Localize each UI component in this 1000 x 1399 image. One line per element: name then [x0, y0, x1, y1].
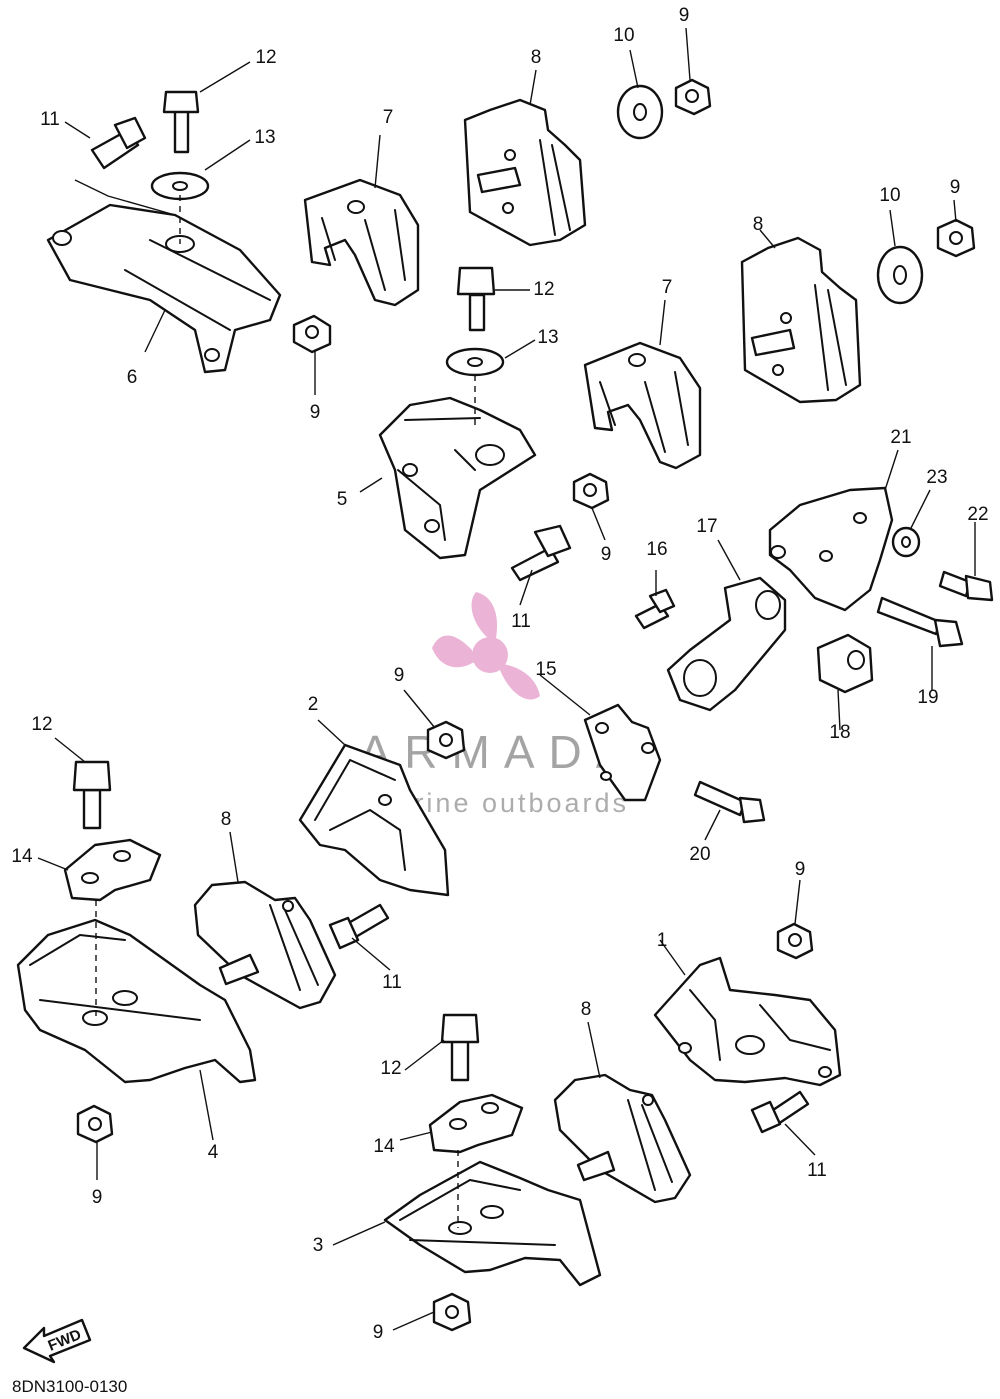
part-bolt-20	[693, 780, 766, 824]
callout-20: 20	[689, 844, 710, 865]
callout-11: 11	[40, 109, 60, 130]
part-bolt-11-c	[328, 903, 390, 950]
part-bracket-3	[383, 1160, 602, 1287]
callout-21: 21	[890, 427, 911, 448]
part-mount-8-c	[193, 880, 337, 1010]
callout-9: 9	[373, 1322, 384, 1343]
part-bolt-11-a	[90, 116, 147, 170]
callout-12: 12	[380, 1058, 401, 1079]
part-bolt-11-d	[750, 1090, 810, 1134]
callout-8: 8	[531, 47, 542, 68]
callout-12: 12	[31, 714, 52, 735]
part-plate-14-a	[63, 838, 162, 902]
callout-10: 10	[613, 25, 634, 46]
callout-9: 9	[601, 544, 612, 565]
propeller-hub-icon	[472, 637, 508, 673]
callout-16: 16	[646, 539, 667, 560]
part-mount-8-a	[463, 98, 587, 247]
part-bolt-16	[634, 588, 676, 630]
callout-22: 22	[967, 504, 988, 525]
callout-7: 7	[383, 107, 394, 128]
callout-12: 12	[533, 279, 554, 300]
callout-17: 17	[696, 516, 717, 537]
part-nut-9-f	[76, 1104, 114, 1144]
callout-11: 11	[807, 1160, 827, 1181]
callout-8: 8	[753, 214, 764, 235]
callouts: 11 12 13 6 9 7 8 10 9 10 9 8 7 12 13 5 9…	[11, 5, 988, 1343]
part-nut-9-a	[292, 314, 332, 354]
forward-direction-arrow: FWD	[22, 1318, 92, 1364]
part-bolt-12-c	[72, 760, 112, 830]
part-bracket-1	[653, 956, 842, 1087]
part-bracket-15	[583, 703, 662, 802]
diagram-code: 8DN3100-0130	[12, 1377, 127, 1396]
part-bolt-12-a	[162, 90, 200, 154]
callout-6: 6	[127, 367, 138, 388]
part-plate-14-b	[428, 1093, 524, 1154]
callout-13: 13	[254, 127, 275, 148]
callout-13: 13	[537, 327, 558, 348]
part-nut-9-b	[674, 78, 712, 116]
callout-14: 14	[11, 846, 33, 867]
callout-7: 7	[662, 277, 673, 298]
callout-9: 9	[679, 5, 690, 26]
part-bolt-12-b	[456, 266, 496, 332]
callout-9: 9	[795, 859, 806, 880]
propeller-blade-icon	[471, 592, 498, 638]
part-bolt-12-d	[440, 1013, 480, 1082]
part-bracket-7-a	[303, 178, 420, 307]
callout-4: 4	[208, 1142, 219, 1163]
callout-8: 8	[221, 809, 232, 830]
callout-1: 1	[657, 930, 668, 951]
part-nut-9-c	[936, 218, 976, 258]
part-mount-8-d	[553, 1073, 692, 1204]
callout-15: 15	[535, 659, 556, 680]
part-bracket-2	[298, 743, 450, 897]
part-nut-9-e	[426, 720, 466, 760]
part-bolt-19	[876, 596, 964, 648]
callout-3: 3	[313, 1235, 324, 1256]
callout-9: 9	[394, 665, 405, 686]
watermark-logo	[432, 592, 540, 700]
callout-5: 5	[337, 489, 348, 510]
callout-9: 9	[310, 402, 321, 423]
callout-19: 19	[917, 687, 938, 708]
callout-18: 18	[829, 722, 850, 743]
part-bolt-11-b	[510, 524, 572, 582]
part-bracket-6	[46, 203, 282, 374]
part-bolt-22	[938, 570, 994, 602]
part-nut-9-d	[572, 472, 610, 510]
callout-9: 9	[950, 177, 961, 198]
propeller-blade-icon	[432, 635, 474, 668]
callout-10: 10	[879, 185, 900, 206]
part-plate-21	[768, 486, 894, 612]
propeller-blade-icon	[500, 664, 540, 700]
part-link-17	[666, 576, 787, 712]
callout-8: 8	[581, 999, 592, 1020]
callout-12: 12	[255, 47, 276, 68]
watermark-brand: ARMADA	[360, 726, 641, 778]
callout-11: 11	[511, 611, 531, 632]
part-bracket-7-b	[583, 341, 702, 470]
callout-9: 9	[92, 1187, 103, 1208]
callout-23: 23	[926, 467, 947, 488]
part-collar-18	[816, 633, 874, 694]
part-nut-9-g	[776, 922, 814, 960]
part-bracket-5	[378, 396, 537, 560]
part-bracket-4	[16, 918, 257, 1084]
part-nut-9-h	[432, 1292, 472, 1332]
part-mount-8-b	[740, 236, 862, 404]
leader-lines	[37, 27, 976, 1331]
callout-11: 11	[382, 972, 402, 993]
callout-14: 14	[373, 1136, 395, 1157]
callout-2: 2	[308, 694, 319, 715]
